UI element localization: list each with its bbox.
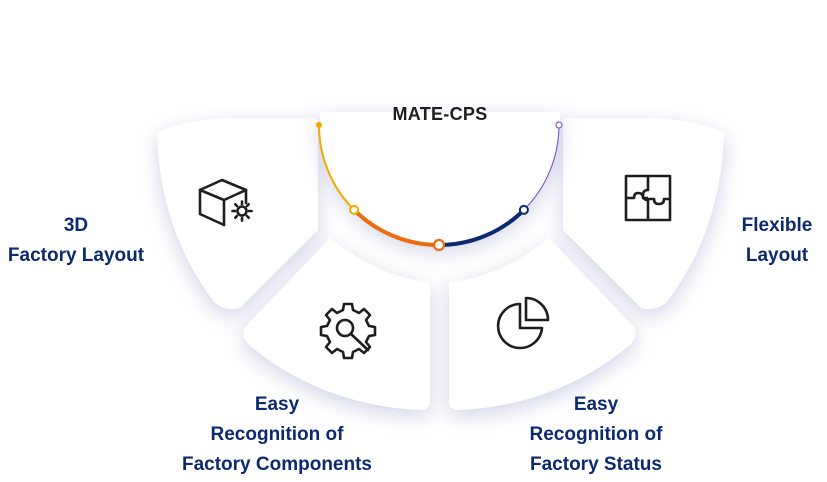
arc-yellow	[317, 124, 355, 211]
label-line: Layout	[745, 245, 809, 266]
arc-dot-start	[316, 122, 322, 128]
segment-right-lower	[449, 238, 636, 410]
pie-chart-icon	[496, 296, 550, 350]
center-title: MATE-CPS	[392, 104, 488, 124]
arc-node-1	[349, 204, 360, 215]
label-recognition-components: Easy Recognition of Factory Components	[166, 390, 388, 480]
arc-navy	[437, 207, 526, 248]
center-hole	[362, 112, 518, 190]
label-line: 3D	[63, 215, 89, 236]
gear-search-icon	[319, 302, 377, 360]
label-line: Recognition of	[210, 424, 344, 445]
label-line: Easy	[254, 394, 300, 415]
arc-purple	[523, 124, 560, 211]
label-line: Recognition of	[529, 424, 663, 445]
cube-gear-icon	[198, 178, 253, 227]
arc-node-center	[432, 238, 446, 252]
arc-dot-end	[555, 121, 563, 129]
label-flexible-layout: Flexible Layout	[736, 211, 818, 271]
segment-right-upper	[563, 118, 724, 310]
label-line: Factory Layout	[7, 245, 145, 266]
arc-node-2	[518, 204, 529, 215]
arc-orange	[352, 207, 441, 248]
label-line: Factory Status	[530, 454, 662, 475]
label-line: Flexible	[741, 215, 813, 236]
label-recognition-status: Easy Recognition of Factory Status	[516, 390, 676, 480]
label-3d-factory-layout: 3D Factory Layout	[0, 211, 152, 271]
label-line: Factory Components	[181, 454, 373, 475]
puzzle-icon	[624, 174, 672, 222]
label-line: Easy	[573, 394, 619, 415]
